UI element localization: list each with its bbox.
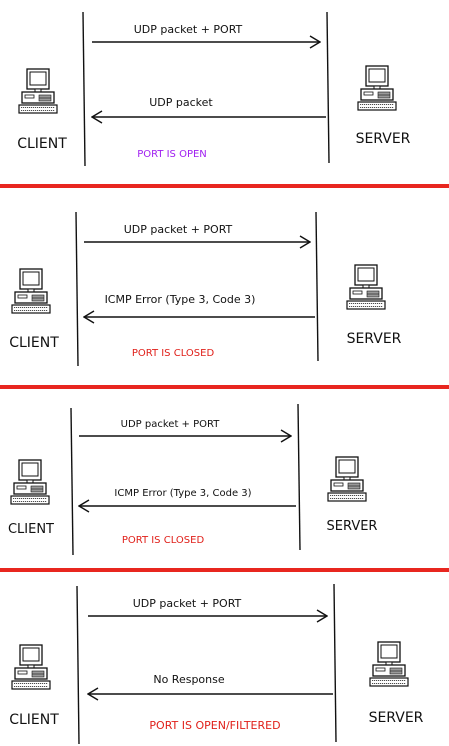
client-label: CLIENT [17,136,67,152]
server-computer-icon [369,641,409,687]
server-label: SERVER [356,131,411,147]
response-label: ICMP Error (Type 3, Code 3) [105,293,256,306]
request-label: UDP packet + PORT [133,597,242,610]
server-label: SERVER [369,710,424,726]
response-label: ICMP Error (Type 3, Code 3) [114,488,251,499]
client-label: CLIENT [9,712,59,728]
result-label: PORT IS OPEN [137,149,207,160]
panel-port-open: UDP packet + PORT UDP packet PORT IS OPE… [17,11,411,167]
server-label: SERVER [347,331,402,347]
client-lifeline [76,585,80,745]
client-computer-icon [11,268,51,314]
server-lifeline [315,211,319,362]
client-lifeline [75,211,79,367]
client-label: CLIENT [8,522,54,537]
response-label: No Response [153,673,225,686]
result-label: PORT IS OPEN/FILTERED [149,719,280,732]
client-computer-icon [11,644,51,690]
response-label: UDP packet [149,96,213,109]
panel-port-open-filtered: UDP packet + PORT No Response PORT IS OP… [9,583,424,745]
client-computer-icon [10,459,50,505]
client-label: CLIENT [9,335,59,351]
server-computer-icon [327,456,367,502]
request-label: UDP packet + PORT [124,223,233,236]
panel-port-closed: UDP packet + PORT ICMP Error (Type 3, Co… [9,211,402,367]
panel-port-closed: UDP packet + PORT ICMP Error (Type 3, Co… [8,403,378,556]
result-label: PORT IS CLOSED [132,348,215,359]
server-computer-icon [357,65,397,111]
result-label: PORT IS CLOSED [122,535,205,546]
server-computer-icon [346,264,386,310]
client-lifeline [70,407,74,556]
client-lifeline [82,11,86,167]
server-lifeline [297,403,301,551]
client-computer-icon [18,68,58,114]
request-label: UDP packet + PORT [121,419,221,430]
server-lifeline [326,11,330,164]
server-label: SERVER [327,519,378,534]
server-lifeline [333,583,337,743]
request-label: UDP packet + PORT [134,23,243,36]
